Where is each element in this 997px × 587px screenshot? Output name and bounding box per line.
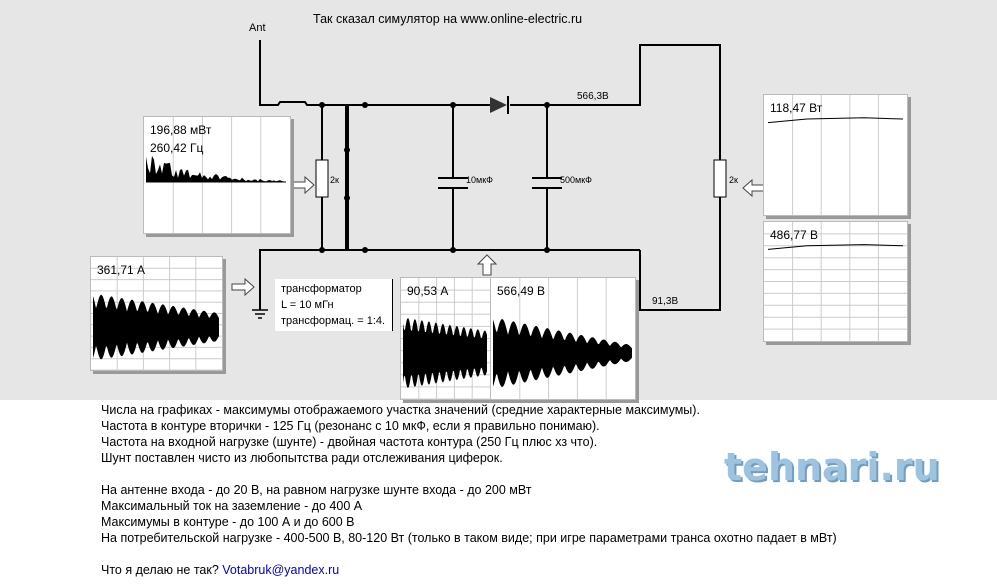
scope-shunt-power[interactable]: 196,88 мВт260,42 Гц [143,116,291,234]
scope-value: 361,71 А [97,261,145,279]
scope-value: 196,88 мВт [150,121,211,139]
question-text: Что я делаю не так? [101,563,219,577]
scope-value: 90,53 А [407,282,448,300]
antenna-label: Ant [249,22,266,34]
scope-value: 486,77 В [770,226,818,244]
note-line: Максимумы в контуре - до 100 А и до 600 … [101,514,837,530]
transformer-info: трансформатор L = 10 мГн трансформац. = … [275,279,393,331]
scope-value: 566,49 В [497,282,545,300]
transformer-inductance: L = 10 мГн [281,297,392,313]
nodes [319,102,550,253]
email-link[interactable]: Votabruk@yandex.ru [222,563,339,577]
shunt-resistor [316,160,328,197]
shunt-resistor-label: 2к [330,175,339,185]
note-line: Числа на графиках - максимумы отображаем… [101,402,837,418]
bottom-voltage-label: 91,3В [652,296,678,307]
notes-text: Числа на графиках - максимумы отображаем… [101,402,837,578]
note-line: Шунт поставлен чисто из любопытства ради… [101,450,837,466]
note-line: Максимальный ток на заземление - до 400 … [101,498,837,514]
scope-load-power[interactable]: 118,47 Вт [763,94,908,216]
scope-frequency: 260,42 Гц [150,139,211,157]
transformer-title: трансформатор [281,281,392,297]
capacitor-500uf-label: 500мкФ [560,175,592,185]
note-line [101,546,837,562]
scope-ground-current[interactable]: 361,71 А [90,256,223,371]
note-line: На потребительской нагрузке - 400-500 В,… [101,530,837,546]
note-line [101,466,837,482]
load-resistor [714,160,726,197]
capacitor-10uf-label: 10мкФ [466,175,493,185]
capacitors [438,178,562,188]
transformer-ratio: трансформац. = 1:4. [281,313,392,329]
top-voltage-label: 566,3В [577,91,609,102]
scope-loop-voltage[interactable]: 566,49 В [490,277,636,400]
note-line: Частота в контуре вторички - 125 Гц (рез… [101,418,837,434]
diode [490,97,507,113]
antenna-wire [260,40,490,105]
scope-load-voltage[interactable]: 486,77 В [763,221,908,342]
note-line: Частота на входной нагрузке (шунте) - дв… [101,434,837,450]
scope-loop-current[interactable]: 90,53 А [400,277,491,400]
load-resistor-label: 2к [729,175,738,185]
note-line: На антенне входа - до 20 В, на равном на… [101,482,837,498]
ground-icon [252,310,268,318]
scope-value: 118,47 Вт [770,99,822,117]
